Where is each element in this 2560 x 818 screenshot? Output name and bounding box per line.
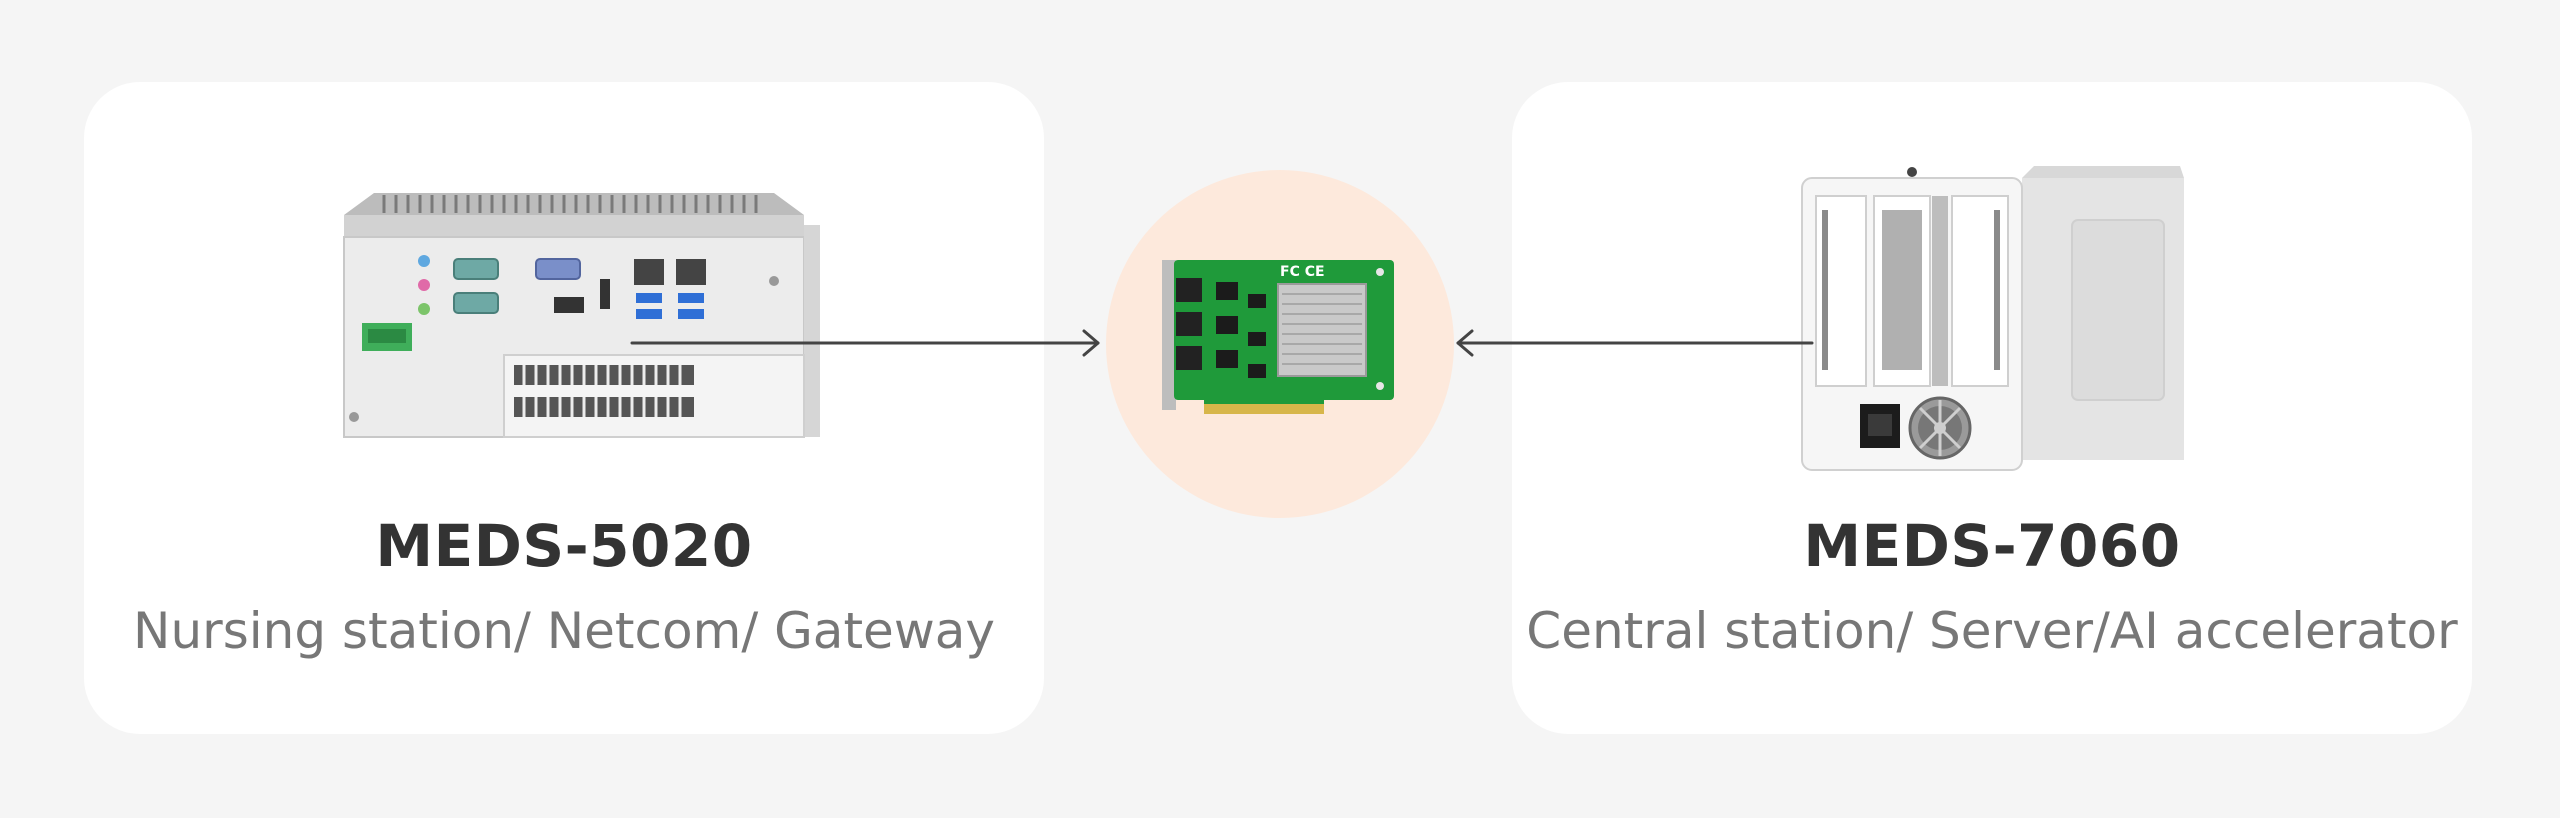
fanless-box-pc-icon <box>343 193 820 438</box>
device-image-slot <box>84 140 1044 500</box>
hub-circle: FC CE <box>1106 170 1454 518</box>
pcie-expansion-card-icon: FC CE <box>1162 260 1394 414</box>
node-subtitle: Nursing station/ Netcom/ Gateway <box>133 602 995 660</box>
node-title: MEDS-5020 <box>375 512 753 580</box>
device-image-slot <box>1512 140 2472 500</box>
node-card-meds-5020: MEDS-5020 Nursing station/ Netcom/ Gatew… <box>84 82 1044 734</box>
node-card-meds-7060: MEDS-7060 Central station/ Server/AI acc… <box>1512 82 2472 734</box>
node-subtitle: Central station/ Server/AI accelerator <box>1526 602 2458 660</box>
server-chassis-icon <box>1801 166 2184 471</box>
node-title: MEDS-7060 <box>1803 512 2181 580</box>
board-markings: FC CE <box>1280 264 1325 280</box>
